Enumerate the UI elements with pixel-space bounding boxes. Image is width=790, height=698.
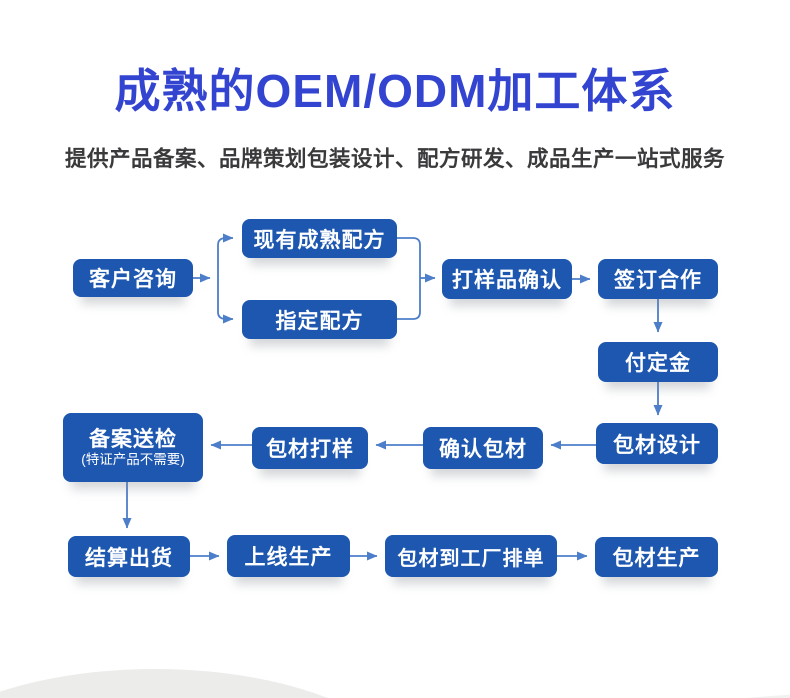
flow-node-customer-inquiry: 客户咨询 (73, 259, 193, 297)
flow-node-packaging-sampling: 包材打样 (252, 427, 368, 469)
filing-inspection-note: (特证产品不需要) (81, 452, 185, 467)
flow-node-filing-inspection: 备案送检 (特证产品不需要) (63, 413, 203, 482)
flow-node-online-production: 上线生产 (227, 535, 350, 577)
flow-node-settlement-shipping: 结算出货 (68, 536, 190, 577)
connector-specified-formula-merge (397, 278, 421, 320)
page-title: 成熟的OEM/ODM加工体系 (114, 65, 676, 117)
flow-node-packaging-production: 包材生产 (595, 537, 718, 577)
flow-node-sample-confirmation: 打样品确认 (442, 259, 572, 299)
flow-node-confirm-packaging: 确认包材 (423, 427, 543, 469)
flow-node-sign-cooperation: 签订合作 (598, 259, 718, 299)
flow-node-packaging-to-factory-scheduling: 包材到工厂排单 (385, 535, 557, 577)
flow-node-pay-deposit: 付定金 (598, 342, 718, 382)
arrow-branch-to-existing-formula (217, 233, 234, 278)
filing-inspection-label: 备案送检 (89, 427, 177, 451)
connector-existing-formula-merge (397, 237, 421, 278)
flow-node-specified-formula: 指定配方 (242, 300, 397, 339)
arrow-branch-to-specified-formula (217, 278, 234, 324)
page-subtitle: 提供产品备案、品牌策划包装设计、配方研发、成品生产一站式服务 (64, 147, 725, 171)
flow-node-packaging-design: 包材设计 (596, 423, 718, 464)
flow-node-existing-formula: 现有成熟配方 (242, 219, 397, 258)
